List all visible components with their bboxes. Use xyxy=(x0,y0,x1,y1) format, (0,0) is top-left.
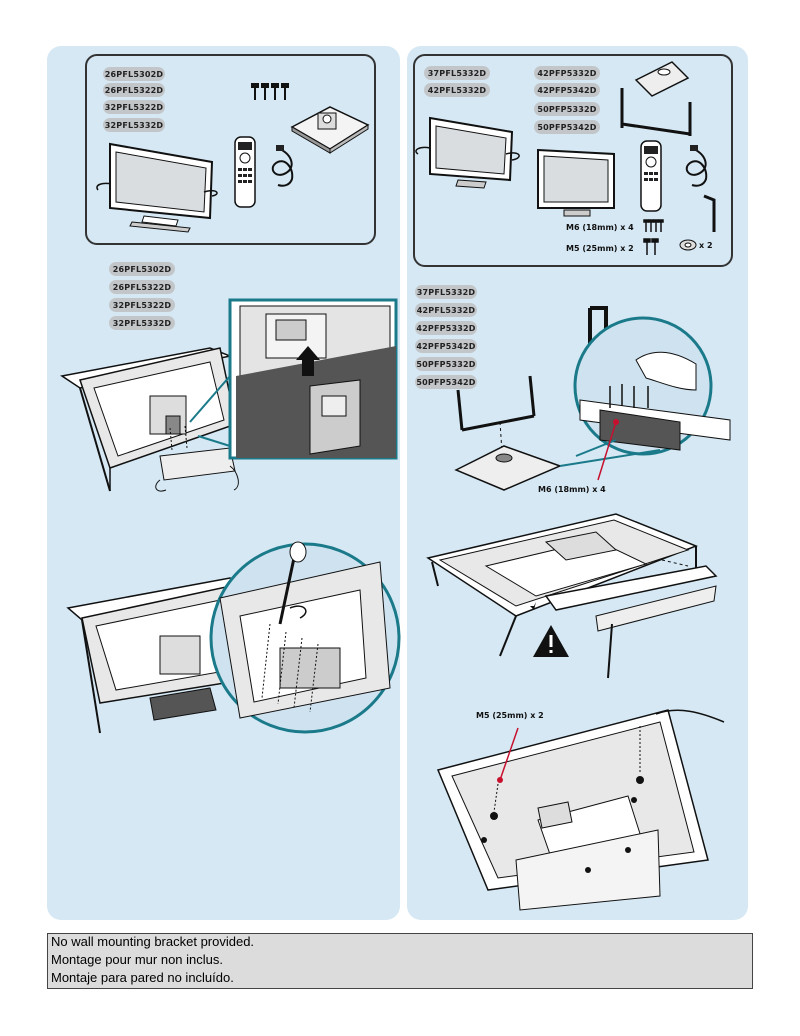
model-pill: 42PFP5342D xyxy=(415,339,477,353)
remote-control-icon xyxy=(640,140,662,212)
notice-line-en: No wall mounting bracket provided. xyxy=(51,934,255,949)
warning-icon xyxy=(533,625,569,657)
model-pill: 37PFL5332D xyxy=(415,285,477,299)
model-pill: 32PFL5322D xyxy=(103,100,165,114)
tv-icon xyxy=(96,142,218,233)
model-pill: 50PFP5342D xyxy=(415,375,477,389)
stand-assembly-icon xyxy=(620,61,692,136)
notice-box: No wall mounting bracket provided. Monta… xyxy=(47,933,753,989)
model-pill: 42PFL5332D xyxy=(415,303,477,317)
leg-assembly-illustration xyxy=(454,306,731,491)
model-pill: 50PFP5332D xyxy=(415,357,477,371)
screw-m6-label: M6 (18mm) x 4 xyxy=(566,223,634,232)
m5-screws-icon xyxy=(643,238,659,255)
model-pill: 42PFP5342D xyxy=(534,83,600,97)
attach-stand-illustration xyxy=(60,298,398,492)
model-pill: 32PFL5332D xyxy=(103,118,165,132)
notice-line-fr: Montage pour mur non inclus. xyxy=(51,952,223,967)
model-pill: 50PFP5342D xyxy=(534,120,600,134)
power-cord-icon xyxy=(271,145,294,187)
model-pill: 26PFL5322D xyxy=(103,83,165,97)
callout-m5-label: M5 (25mm) x 2 xyxy=(476,711,544,720)
model-pill: 26PFL5302D xyxy=(109,262,175,276)
model-pill: 32PFL5322D xyxy=(109,298,175,312)
power-cord-icon xyxy=(685,145,708,187)
callout-m6-label: M6 (18mm) x 4 xyxy=(538,485,606,494)
model-pill: 26PFL5302D xyxy=(103,67,165,81)
model-pill: 42PFP5332D xyxy=(534,66,600,80)
stand-base-icon xyxy=(290,106,370,154)
screw-stand-illustration xyxy=(66,541,401,734)
washer-icon xyxy=(679,239,697,251)
model-pill: 50PFP5332D xyxy=(534,102,600,116)
remote-control-icon xyxy=(234,136,256,208)
model-pill: 26PFL5322D xyxy=(109,280,175,294)
washer-count-label: x 2 xyxy=(699,241,713,250)
screw-m5-illustration xyxy=(436,709,725,911)
screws-icon xyxy=(251,83,289,100)
tv-small-icon xyxy=(415,116,520,189)
tv-large-icon xyxy=(537,148,615,217)
screw-m5-label: M5 (25mm) x 2 xyxy=(566,244,634,253)
slide-stand-illustration xyxy=(426,513,718,679)
m6-screws-icon xyxy=(643,219,664,232)
model-pill: 37PFL5332D xyxy=(424,66,490,80)
allen-key-icon xyxy=(703,194,716,232)
model-pill: 42PFL5332D xyxy=(424,83,490,97)
model-pill: 42PFP5332D xyxy=(415,321,477,335)
notice-line-es: Montaje para pared no incluído. xyxy=(51,970,234,985)
model-pill: 32PFL5332D xyxy=(109,316,175,330)
